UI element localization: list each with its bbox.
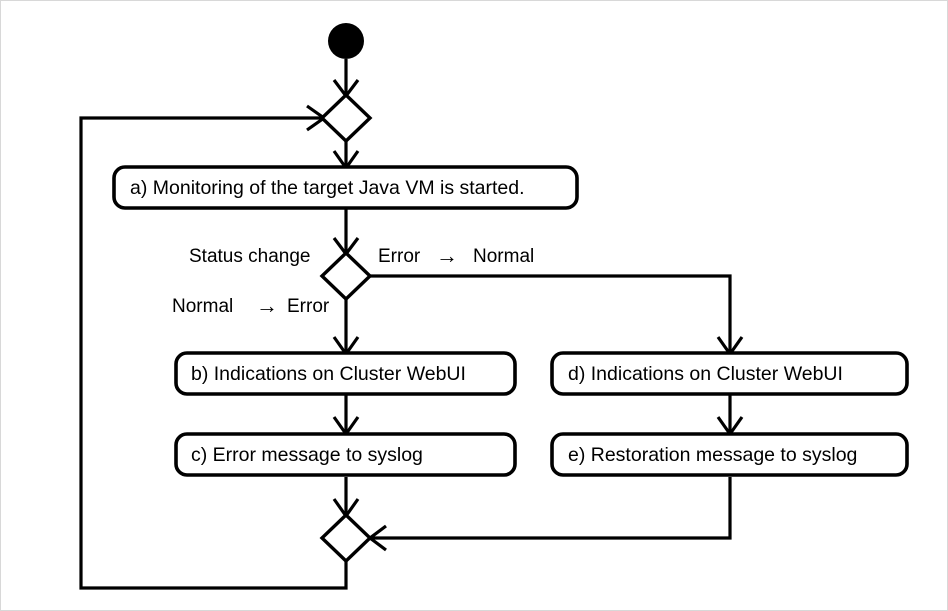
decision-diamond-status-change bbox=[319, 250, 373, 302]
start-node bbox=[328, 23, 364, 59]
edge-label-error-to-normal-from: Error bbox=[378, 246, 421, 267]
edge-label-normal-to-error: Normal → Error bbox=[172, 293, 330, 318]
action-node-c: c) Error message to syslog bbox=[174, 432, 517, 477]
edge-merge-top-to-action-a bbox=[332, 141, 360, 171]
edge-decision-to-action-b bbox=[332, 299, 360, 357]
edge-decision-to-action-d bbox=[370, 274, 744, 357]
merge-diamond-top bbox=[319, 92, 373, 144]
edge-action-b-to-action-c bbox=[332, 394, 360, 437]
edge-merge-bottom-loopback bbox=[79, 116, 348, 590]
action-node-b-label: b) Indications on Cluster WebUI bbox=[191, 363, 466, 385]
action-node-a: a) Monitoring of the target Java VM is s… bbox=[112, 165, 579, 210]
edge-action-d-to-action-e bbox=[716, 394, 744, 437]
action-node-e-label: e) Restoration message to syslog bbox=[568, 444, 857, 466]
action-node-b: b) Indications on Cluster WebUI bbox=[174, 351, 517, 396]
edge-action-a-to-decision bbox=[332, 208, 360, 257]
action-node-d-label: d) Indications on Cluster WebUI bbox=[568, 363, 843, 385]
edge-label-error-to-normal-arrow-icon: → bbox=[436, 243, 458, 268]
edge-label-normal-to-error-to: Error bbox=[287, 296, 330, 317]
action-node-c-label: c) Error message to syslog bbox=[191, 444, 423, 466]
action-node-e: e) Restoration message to syslog bbox=[550, 432, 909, 477]
edge-label-normal-to-error-arrow-icon: → bbox=[256, 293, 278, 318]
action-node-d: d) Indications on Cluster WebUI bbox=[550, 351, 909, 396]
edge-label-error-to-normal-to: Normal bbox=[473, 246, 534, 267]
edge-label-normal-to-error-from: Normal bbox=[172, 296, 233, 317]
edge-action-c-to-merge-bottom bbox=[332, 477, 360, 519]
edge-start-to-merge-top bbox=[332, 59, 360, 99]
edge-label-status-change: Status change bbox=[189, 246, 310, 267]
edge-label-error-to-normal: Error → Normal bbox=[378, 243, 534, 268]
merge-diamond-bottom bbox=[319, 512, 373, 564]
action-node-a-label: a) Monitoring of the target Java VM is s… bbox=[130, 177, 525, 199]
edge-action-e-to-merge-bottom bbox=[367, 477, 732, 552]
